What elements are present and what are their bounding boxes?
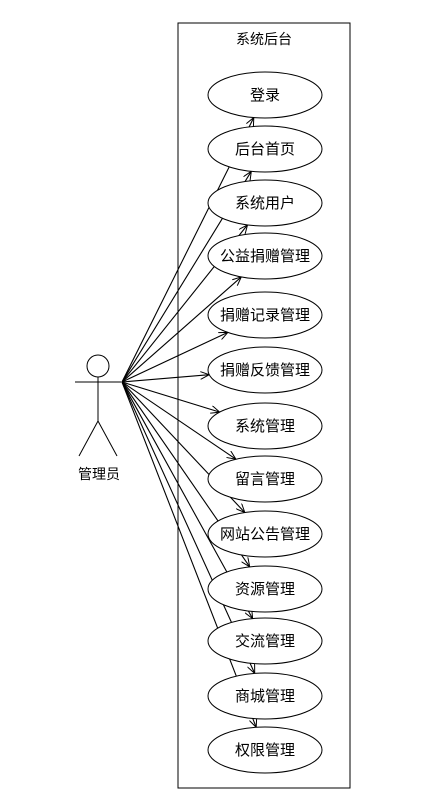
association-line bbox=[121, 375, 209, 383]
use-case-ellipse bbox=[207, 455, 323, 503]
use-case-ellipse bbox=[207, 179, 323, 227]
use-case-label: 捐赠记录管理 bbox=[220, 306, 310, 324]
association-line bbox=[121, 381, 220, 412]
use-case-ellipse bbox=[207, 346, 323, 394]
use-case-ellipse bbox=[207, 565, 323, 613]
association-line bbox=[121, 332, 228, 383]
use-case-ellipse bbox=[207, 726, 323, 774]
use-case-label: 捐赠反馈管理 bbox=[220, 361, 310, 379]
use-case: 交流管理 bbox=[207, 617, 323, 665]
use-case: 留言管理 bbox=[207, 455, 323, 503]
use-case-label: 系统管理 bbox=[235, 417, 295, 435]
use-case-label: 系统用户 bbox=[235, 194, 295, 212]
use-case-label: 后台首页 bbox=[235, 140, 295, 158]
use-case-label: 网站公告管理 bbox=[220, 525, 310, 543]
use-case-ellipse bbox=[207, 71, 323, 119]
use-case-ellipse bbox=[207, 510, 323, 558]
use-case: 后台首页 bbox=[207, 125, 323, 173]
use-case: 商城管理 bbox=[207, 672, 323, 720]
use-case-label: 商城管理 bbox=[235, 687, 295, 705]
actor-stick-figure-icon bbox=[75, 354, 121, 457]
use-case: 登录 bbox=[207, 71, 323, 119]
use-case-ellipse bbox=[207, 617, 323, 665]
association-line bbox=[121, 277, 241, 383]
actor-label: 管理员 bbox=[78, 467, 120, 483]
association-line bbox=[121, 381, 236, 459]
use-case-list: 登录后台首页系统用户公益捐赠管理捐赠记录管理捐赠反馈管理系统管理留言管理网站公告… bbox=[207, 71, 323, 774]
use-case-ellipse bbox=[207, 291, 323, 339]
use-case: 系统用户 bbox=[207, 179, 323, 227]
system-title: 系统后台 bbox=[236, 32, 292, 48]
use-case: 权限管理 bbox=[207, 726, 323, 774]
use-case-label: 交流管理 bbox=[235, 632, 295, 650]
use-case: 捐赠反馈管理 bbox=[207, 346, 323, 394]
use-case-ellipse bbox=[207, 232, 323, 280]
use-case-ellipse bbox=[207, 402, 323, 450]
use-case: 捐赠记录管理 bbox=[207, 291, 323, 339]
use-case-ellipse bbox=[207, 125, 323, 173]
use-case: 网站公告管理 bbox=[207, 510, 323, 558]
use-case: 系统管理 bbox=[207, 402, 323, 450]
use-case-label: 权限管理 bbox=[235, 741, 295, 759]
use-case-label: 留言管理 bbox=[235, 470, 295, 488]
system-boundary bbox=[177, 22, 351, 789]
use-case-label: 公益捐赠管理 bbox=[220, 247, 310, 265]
association-line bbox=[121, 381, 256, 727]
use-case-label: 登录 bbox=[250, 86, 280, 104]
use-case-ellipse bbox=[207, 672, 323, 720]
use-case: 公益捐赠管理 bbox=[207, 232, 323, 280]
use-case: 资源管理 bbox=[207, 565, 323, 613]
use-case-label: 资源管理 bbox=[235, 580, 295, 598]
